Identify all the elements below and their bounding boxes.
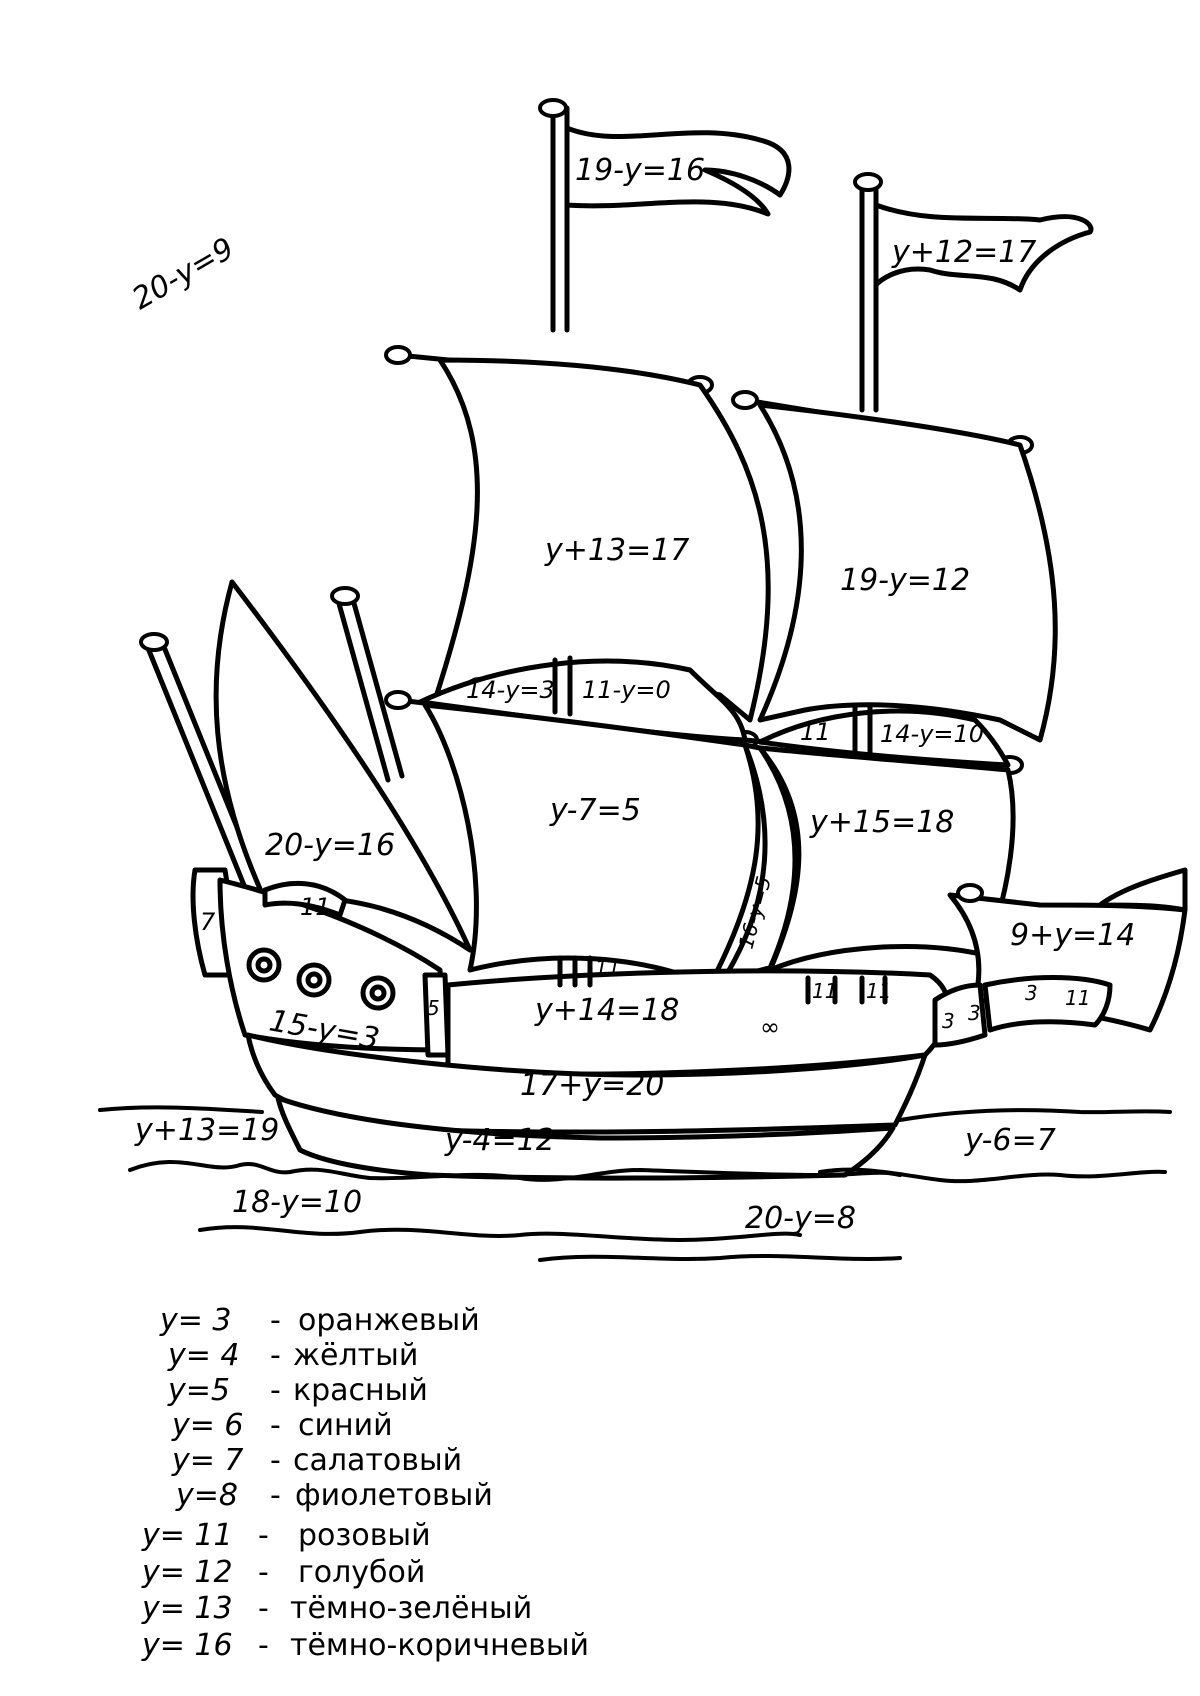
legend-row: y= 12 - голубой [141, 1555, 425, 1590]
bow-small [932, 982, 988, 1048]
legend-row: y= 13 - тёмно-зелёный [141, 1591, 532, 1626]
legend-eq: y= 11 [141, 1518, 233, 1553]
legend-color: красный [293, 1373, 428, 1408]
legend-row: y=5 - красный [167, 1373, 428, 1408]
legend-row: y= 3 - оранжевый [159, 1303, 480, 1338]
eq-bow-small-d: 11 [1065, 986, 1090, 1010]
eq-water-right: y-6=7 [964, 1123, 1056, 1158]
masts [139, 98, 883, 903]
sail-mid-left [422, 702, 761, 988]
eq-strip-right-b: 14-y=10 [880, 720, 984, 748]
legend-row: y= 7 - салатовый [171, 1443, 462, 1478]
eq-sail-top-left: y+13=17 [544, 533, 689, 568]
stern-mast-top [139, 632, 169, 652]
legend-row: y= 11 - розовый [141, 1518, 431, 1553]
eq-deck-band: y+14=18 [534, 993, 679, 1028]
legend-eq: y=5 [167, 1373, 230, 1408]
legend-dash: - [270, 1478, 281, 1513]
eq-bow-small-c: 3 [1025, 981, 1038, 1005]
legend-color: тёмно-коричневый [290, 1628, 589, 1663]
legend-color: розовый [298, 1518, 431, 1553]
sail-top-right [757, 402, 1058, 743]
eq-sail-mid-left: y-7=5 [549, 793, 641, 828]
flag-right [873, 202, 1094, 293]
legend-dash: - [258, 1628, 269, 1663]
eq-deck-rail-c: 11 [866, 979, 891, 1003]
legend-row: y= 6 - синий [171, 1408, 393, 1443]
legend-color: голубой [298, 1555, 425, 1590]
eq-strip-left-a: 14-y=3 [466, 676, 555, 704]
eq-strip-right-a: 11 [800, 718, 831, 746]
legend-row: y= 4 - жёлтый [167, 1338, 418, 1373]
main-mast-top [538, 98, 568, 118]
eq-flag-left: 19-y=16 [575, 153, 705, 188]
legend-row: y= 16 - тёмно-коричневый [141, 1628, 589, 1663]
legend-dash: - [258, 1555, 269, 1590]
eq-strip-left-b: 11-y=0 [582, 676, 671, 704]
legend-eq: y= 3 [159, 1303, 232, 1338]
legend-eq: y= 4 [167, 1338, 240, 1373]
water [98, 1105, 1172, 1262]
eq-hull-band: 17+y=20 [520, 1068, 664, 1103]
legend-color: фиолетовый [295, 1478, 493, 1513]
eq-sky: 20-y=9 [127, 231, 241, 317]
legend-eq: y= 7 [171, 1443, 244, 1478]
eq-sail-mid-right: y+15=18 [809, 805, 954, 840]
legend-eq: y=8 [175, 1478, 238, 1513]
eq-stern-edge: 5 [427, 996, 440, 1020]
eq-deck-infinity: ∞ [760, 1013, 780, 1041]
flag-left [564, 125, 792, 217]
legend-color: синий [298, 1408, 393, 1443]
eq-stern-panel: 7 [200, 908, 216, 936]
legend-dash: - [270, 1408, 281, 1443]
legend-color: оранжевый [298, 1303, 480, 1338]
legend-eq: y= 6 [171, 1408, 244, 1443]
legend-eq: y= 12 [141, 1555, 233, 1590]
legend-row: y=8 - фиолетовый [175, 1478, 493, 1513]
bow-small-right [982, 975, 1113, 1033]
legend-dash: - [270, 1373, 281, 1408]
eq-deck-rail-b: 11 [812, 979, 837, 1003]
eq-stern-small: 11 [300, 893, 331, 921]
eq-bow-sail: 9+y=14 [1010, 918, 1135, 953]
eq-bow-small-b: 3 [968, 1001, 981, 1025]
eq-sail-top-right: 19-y=12 [840, 563, 970, 598]
eq-water-left: y+13=19 [134, 1113, 279, 1148]
legend-dash: - [270, 1443, 281, 1478]
eq-bow-small-a: 3 [942, 1009, 955, 1033]
mizzen-mast-top [330, 586, 360, 606]
mizzen-mast [335, 593, 405, 783]
legend-dash: - [270, 1303, 281, 1338]
stern-castle [217, 877, 448, 1053]
legend-eq: y= 13 [141, 1591, 233, 1626]
fore-mast-top [853, 172, 883, 192]
sail-triangle [213, 579, 473, 953]
eq-water-bottom-center: 20-y=8 [745, 1201, 856, 1236]
legend-dash: - [258, 1518, 269, 1553]
eq-water-bottom-left: 18-y=10 [232, 1185, 362, 1220]
sail-top-left [432, 357, 771, 723]
eq-deck-rail-a: 11 [595, 956, 620, 980]
legend-color: тёмно-зелёный [290, 1591, 532, 1626]
eq-sail-triangle: 20-y=16 [265, 828, 395, 863]
legend-color: жёлтый [293, 1338, 418, 1373]
legend-color: салатовый [293, 1443, 462, 1478]
color-legend: y= 3 - оранжевый y= 4 - жёлтый y=5 - кра… [141, 1303, 589, 1663]
legend-dash: - [270, 1338, 281, 1373]
legend-dash: - [258, 1591, 269, 1626]
eq-flag-right: y+12=17 [891, 235, 1036, 270]
bow-tip [1097, 867, 1188, 913]
eq-hull-bottom: y-4=12 [444, 1123, 555, 1158]
legend-eq: y= 16 [141, 1628, 233, 1663]
stern-small-panel [262, 880, 348, 918]
